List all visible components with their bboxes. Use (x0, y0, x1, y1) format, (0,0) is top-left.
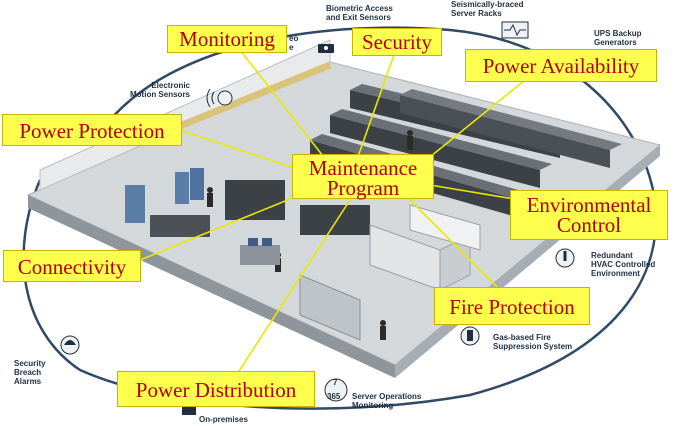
caption-onprem: On-premises (199, 415, 248, 424)
rack-row-2 (330, 109, 552, 188)
label-security: Security (352, 28, 442, 56)
label-connectivity: Connectivity (3, 250, 141, 282)
badge-365: 365 (327, 392, 341, 401)
label-power-protection: Power Protection (2, 114, 182, 146)
operator-desk (240, 238, 280, 265)
cable-tray (168, 61, 332, 134)
ups-cabinets (125, 168, 204, 223)
ring-path (22, 26, 658, 410)
camera-icon (318, 44, 334, 53)
thermometer-icon (555, 248, 575, 268)
label-power-distribution: Power Distribution (117, 371, 315, 407)
label-fire-protection: Fire Protection (434, 287, 590, 325)
white-enclosures (299, 204, 481, 341)
leader-lines (134, 49, 581, 386)
rack-icon (501, 21, 529, 39)
label-power-availability: Power Availability (465, 49, 657, 82)
floor-front-left (28, 195, 395, 378)
badge-7: 7 (333, 378, 338, 387)
rack-cluster-center (150, 180, 370, 237)
fire-suppression-icon (460, 326, 480, 346)
label-monitoring: Monitoring (167, 25, 287, 53)
motion-sensor-icon (206, 88, 233, 108)
onprem-icon (182, 405, 196, 415)
monitoring-24x7-icon: 365 7 (324, 378, 348, 402)
rack-row-4 (400, 89, 622, 168)
alarm-icon (60, 335, 80, 355)
